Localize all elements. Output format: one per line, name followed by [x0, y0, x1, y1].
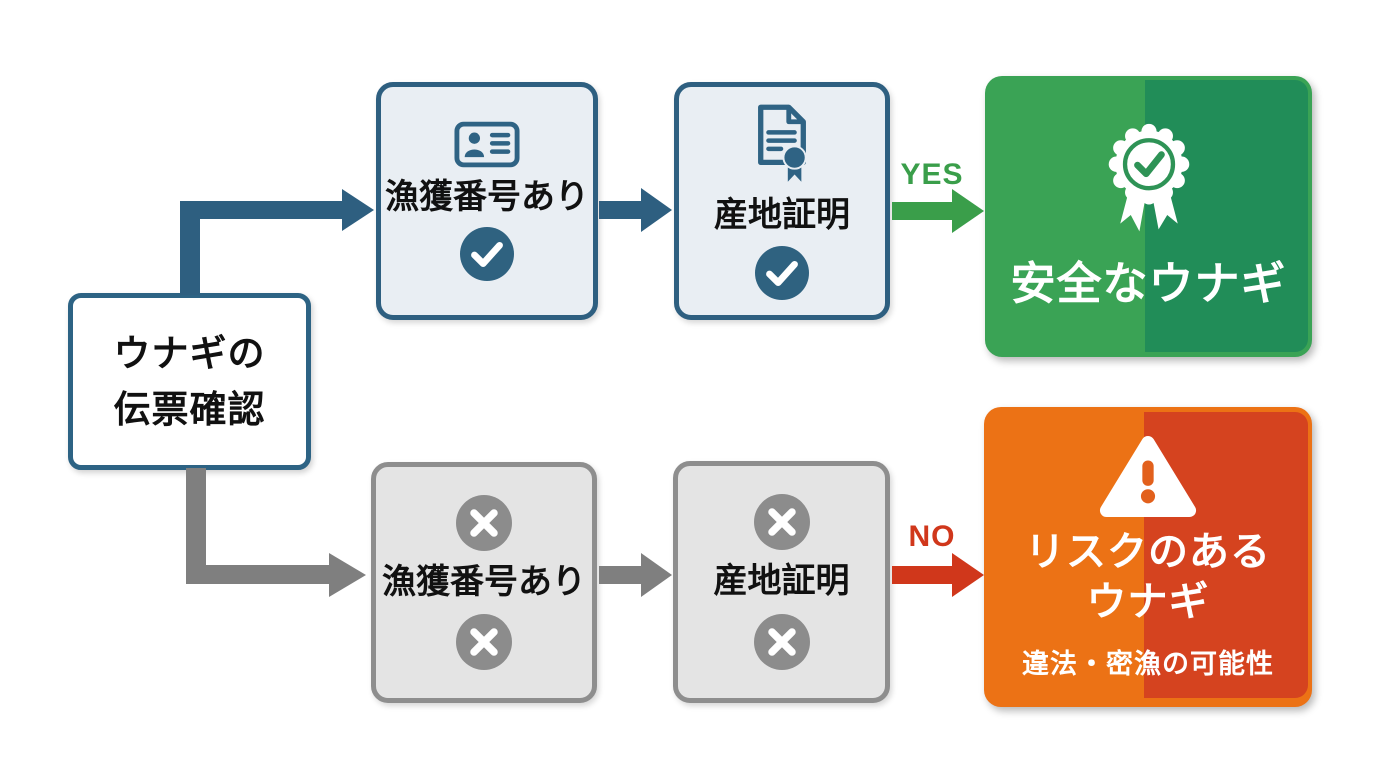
- warning-triangle-icon: [1099, 433, 1197, 520]
- check-circle-icon: [460, 227, 514, 282]
- result-risky-eel: リスクのある ウナギ 違法・密漁の可能性: [984, 407, 1312, 707]
- arrow-no-step1-to-step2-body: [599, 566, 641, 584]
- arrow-yes-arrowhead-icon: [952, 189, 984, 233]
- rosette-check-icon: [1101, 122, 1197, 239]
- connector-start-to-yes-vertical: [180, 206, 200, 295]
- node-origin-certificate-no-label: 産地証明: [713, 562, 850, 601]
- node-origin-certificate-yes-label: 産地証明: [714, 196, 850, 235]
- x-circle-icon: [456, 494, 512, 551]
- no-branch-label: NO: [908, 520, 956, 553]
- node-origin-certificate-yes: 産地証明: [674, 82, 890, 320]
- node-catch-number-no-label: 漁獲番号あり: [382, 562, 586, 601]
- connector-start-to-yes-arrowhead-icon: [342, 189, 374, 231]
- x-circle-icon: [753, 494, 810, 551]
- x-circle-icon: [753, 613, 810, 670]
- arrow-no-body: [892, 566, 952, 584]
- result-risky-eel-title-line2: ウナギ: [1086, 580, 1210, 624]
- result-risk-dark-half: [1144, 412, 1308, 698]
- yes-branch-label: YES: [900, 158, 964, 191]
- arrow-no-arrowhead-icon: [952, 553, 984, 597]
- start-node-slip-check: ウナギの 伝票確認: [68, 293, 311, 470]
- start-node-label-line2: 伝票確認: [113, 388, 266, 430]
- check-circle-icon: [755, 245, 809, 300]
- result-safe-eel-label: 安全なウナギ: [1010, 257, 1287, 309]
- start-node-label-line1: ウナギの: [113, 333, 266, 374]
- arrow-yes-step1-to-step2-arrowhead-icon: [641, 188, 672, 232]
- certificate-ribbon-icon: [752, 102, 812, 186]
- connector-start-to-yes-horizontal: [180, 201, 343, 219]
- arrow-yes-step1-to-step2-body: [599, 201, 641, 219]
- id-card-icon: [454, 121, 520, 168]
- connector-start-to-no-vertical: [186, 468, 206, 584]
- result-safe-eel: 安全なウナギ: [985, 76, 1312, 357]
- result-risky-eel-subtitle: 違法・密漁の可能性: [1022, 649, 1274, 679]
- arrow-no-step1-to-step2-arrowhead-icon: [641, 553, 672, 597]
- node-catch-number-yes: 漁獲番号あり: [376, 82, 598, 320]
- connector-start-to-no-arrowhead-icon: [329, 553, 366, 597]
- node-catch-number-yes-label: 漁獲番号あり: [385, 177, 589, 216]
- node-catch-number-no: 漁獲番号あり: [371, 462, 597, 703]
- result-risky-eel-title-line1: リスクのある: [1025, 530, 1271, 574]
- connector-start-to-no-horizontal: [186, 565, 330, 584]
- x-circle-icon: [456, 614, 512, 671]
- node-origin-certificate-no: 産地証明: [673, 461, 890, 703]
- arrow-yes-body: [892, 202, 952, 220]
